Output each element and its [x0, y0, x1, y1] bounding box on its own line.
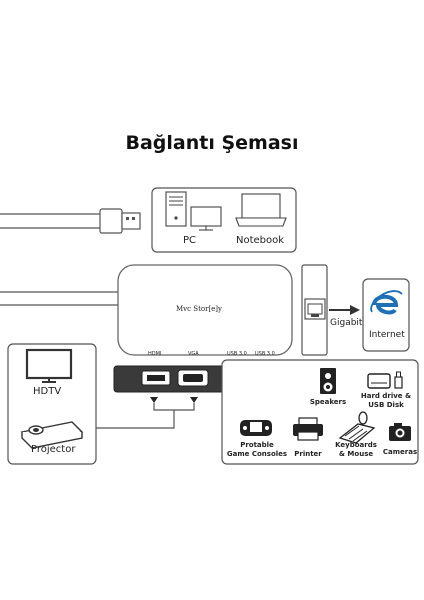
- speaker-icon: [320, 368, 336, 394]
- hub-cable: [0, 291, 118, 306]
- projector-icon: [20, 421, 84, 449]
- internet-box: [362, 278, 410, 352]
- keyboards-label: Keyboards & Mouse: [335, 441, 377, 458]
- hard-drive-icon: [367, 373, 391, 389]
- usb-cable: [0, 208, 141, 234]
- monitor-icon: [190, 206, 222, 231]
- internet-explorer-icon: [370, 290, 403, 315]
- usb-label-1: USB 3.0: [227, 351, 247, 357]
- notebook-label: Notebook: [236, 235, 285, 246]
- internet-label: Internet: [369, 330, 405, 340]
- gigabit-label: Gigabit: [330, 318, 363, 328]
- game-console-icon: [240, 420, 272, 436]
- usb-label-2: USB 3.0: [255, 351, 275, 357]
- hdtv-icon: [25, 348, 73, 383]
- ethernet-panel: [301, 264, 328, 356]
- hdmi-label: HDMI: [148, 351, 162, 357]
- notebook-icon: [235, 193, 287, 227]
- pc-label: PC: [183, 235, 197, 246]
- usb-disk-icon: [394, 371, 403, 389]
- projector-label: Projector: [31, 444, 76, 455]
- keyboard-mouse-icon: [338, 411, 376, 444]
- gigabit-arrow: [329, 305, 360, 315]
- speakers-label: Speakers: [309, 398, 347, 406]
- vga-label: VGA: [188, 351, 199, 357]
- pc-tower-icon: [165, 191, 187, 227]
- camera-icon: [389, 423, 411, 441]
- printer-icon: [293, 417, 323, 441]
- hard-drive-label: Hard drive & USB Disk: [360, 392, 412, 409]
- hub-body: [117, 264, 293, 356]
- printer-label: Printer: [294, 450, 322, 458]
- cameras-label: Cameras: [382, 448, 418, 456]
- diagram-title: Bağlantı Şeması: [125, 132, 299, 154]
- brand-logo: Mvc Stor[e]y: [176, 305, 222, 313]
- hdtv-label: HDTV: [33, 386, 62, 397]
- game-consoles-label: Protable Game Consoles: [226, 441, 288, 458]
